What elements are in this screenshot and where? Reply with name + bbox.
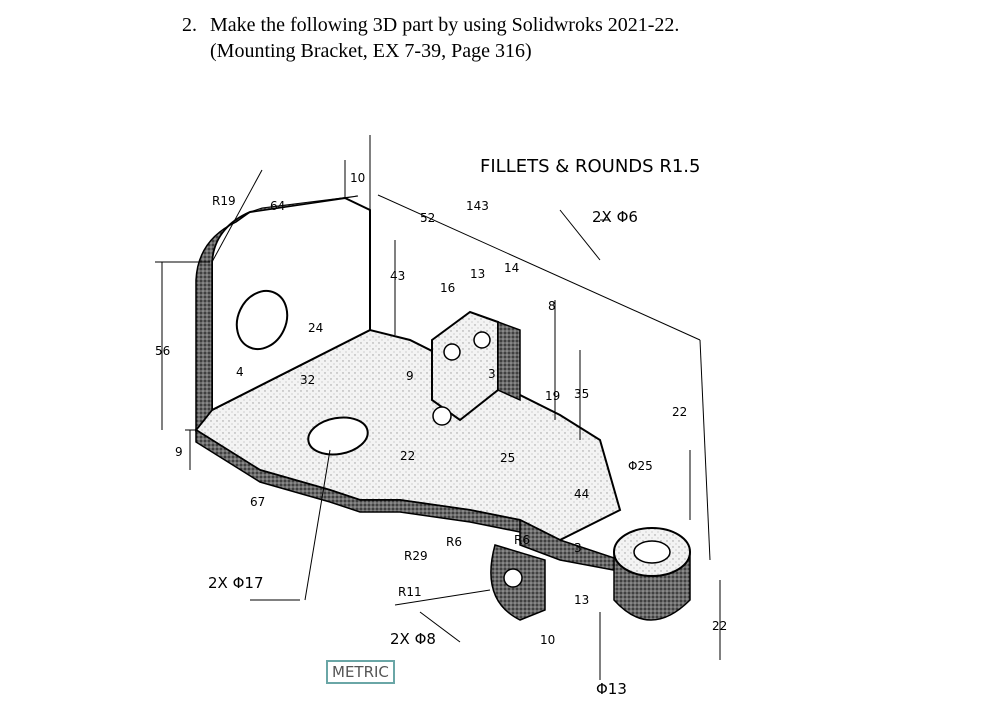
dim-143: 143 [466, 199, 489, 213]
vertical-plate-hole [235, 289, 289, 351]
dim-22c: 22 [712, 619, 727, 633]
dim-4: 4 [236, 365, 244, 379]
dim-9b: 9 [406, 369, 414, 383]
dim-19: 19 [545, 389, 560, 403]
holes-17-note: 2X Φ17 [208, 574, 263, 592]
small-block-hole-1 [443, 343, 461, 361]
dim-r6b: R6 [514, 533, 530, 547]
dim-dia25: Φ25 [628, 459, 653, 473]
cylinder-hole [633, 540, 671, 564]
dim-8: 8 [548, 299, 556, 313]
fillets-note: FILLETS & ROUNDS R1.5 [480, 156, 700, 177]
base-small-hole [432, 406, 452, 426]
dim-24: 24 [308, 321, 323, 335]
dim-35: 35 [574, 387, 589, 401]
dim-64: 64 [270, 199, 285, 213]
question-number: 2. [182, 14, 197, 36]
dim-3: 3 [488, 367, 496, 381]
question-text: Make the following 3D part by using Soli… [210, 14, 680, 36]
dim-13a: 13 [470, 267, 485, 281]
dim-43: 43 [390, 269, 405, 283]
dimension-lines [155, 135, 721, 680]
lower-lug-hole [503, 568, 523, 588]
dim-52: 52 [420, 211, 435, 225]
dim-56: 56 [155, 344, 170, 358]
dim-9a: 9 [175, 445, 183, 459]
small-block-side [497, 320, 521, 402]
dim-67: 67 [250, 495, 265, 509]
dim-14: 14 [504, 261, 519, 275]
dim-r19: R19 [212, 194, 236, 208]
holes-6-note: 2X Φ6 [592, 208, 638, 226]
question-reference: (Mounting Bracket, EX 7-39, Page 316) [210, 40, 532, 62]
vertical-plate-top-edge [249, 195, 359, 213]
dim-44: 44 [574, 487, 589, 501]
dim-16: 16 [440, 281, 455, 295]
dim-22a: 22 [400, 449, 415, 463]
dim-32: 32 [300, 373, 315, 387]
dim-25a: 25 [500, 451, 515, 465]
metric-label: METRIC [326, 660, 395, 684]
base-hole [307, 416, 369, 456]
dim-r6a: R6 [446, 535, 462, 549]
dim-22b: 22 [672, 405, 687, 419]
dim-10: 10 [350, 171, 365, 185]
dim-r29: R29 [404, 549, 428, 563]
dim-r11: R11 [398, 585, 422, 599]
dim-13b: 13 [574, 593, 589, 607]
dia-13-note: Φ13 [596, 680, 627, 698]
small-block-hole-2 [473, 331, 491, 349]
dim-10b: 10 [540, 633, 555, 647]
holes-8-note: 2X Φ8 [390, 630, 436, 648]
dim-3b: 3 [574, 541, 582, 555]
